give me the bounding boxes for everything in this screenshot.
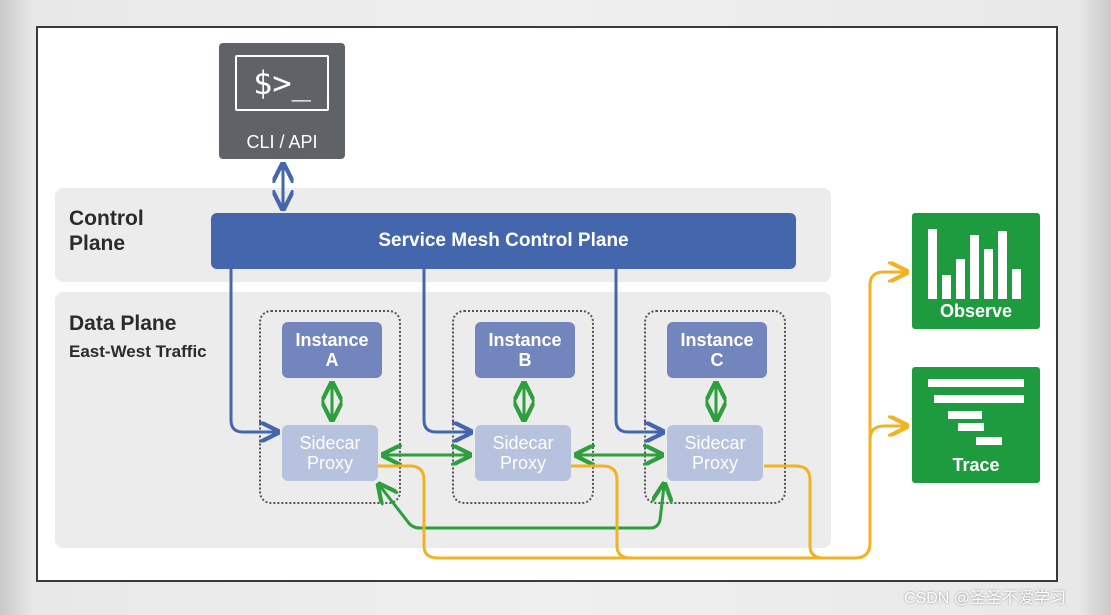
trace-box: Trace [912,367,1040,483]
data-plane-subtitle: East-West Traffic [69,342,207,361]
sidecar-proxy-c: Sidecar Proxy [667,425,763,481]
sidecar-c-line1: Sidecar [684,433,746,453]
instance-c-line1: Instance [680,330,754,350]
pod-a [259,310,401,504]
sidecar-proxy-a: Sidecar Proxy [282,425,378,481]
sidecar-a-line2: Proxy [306,453,353,473]
observe-label: Observe [939,301,1013,321]
telemetry-b [571,464,855,560]
cli-api-box: $>_ CLI / API [219,43,345,159]
telemetry-to-trace [868,426,905,441]
telemetry-a [378,464,855,560]
telemetry-c [764,464,855,560]
instance-c-line2: C [710,350,724,370]
trace-label: Trace [952,455,1000,475]
observe-box: Observe [912,213,1040,329]
data-plane-title: Data Plane [69,312,177,335]
sidecar-a-line1: Sidecar [299,433,361,453]
pod-c [644,310,786,504]
instance-a-line2: A [325,350,339,370]
terminal-icon: $>_ [235,55,329,111]
control-to-sidecar-a [229,269,276,432]
instance-c: Instance C [667,322,767,378]
instance-a: Instance A [282,322,382,378]
trace-icon [928,379,1024,445]
watermark: CSDN @圣圣不爱学习 [904,590,1067,607]
sidecar-proxy-b: Sidecar Proxy [475,425,571,481]
instance-b-line2: B [518,350,532,370]
sidecar-b-line2: Proxy [499,453,546,473]
instance-a-line1: Instance [295,330,369,350]
control-plane-bar-label: Service Mesh Control Plane [378,230,629,251]
sidecar-b-line1: Sidecar [492,433,554,453]
proxy-a-c-arrow [380,486,664,530]
service-mesh-control-plane: Service Mesh Control Plane [211,213,796,269]
telemetry-to-observe [854,272,905,560]
control-to-sidecar-c [614,269,661,432]
control-to-sidecar-b [422,269,469,432]
instance-b: Instance B [475,322,575,378]
control-plane-title: Control Plane [69,207,144,255]
cli-api-label: CLI / API [246,132,318,152]
bar-chart-icon [928,229,1021,299]
sidecar-c-line2: Proxy [691,453,738,473]
instance-b-line1: Instance [488,330,562,350]
